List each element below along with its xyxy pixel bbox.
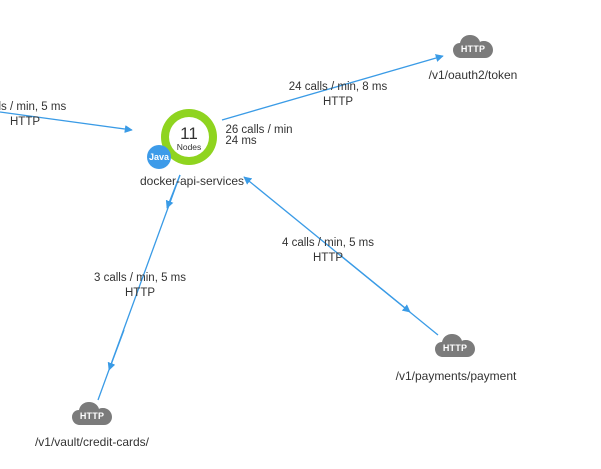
edge-incoming-line[interactable] [0,111,133,133]
tier-response-time-label: 24 ms [225,135,257,147]
tier-node-center[interactable] [169,117,209,157]
incoming-protocol-label: HTTP [10,116,40,128]
incoming-call-rate-label: calls / min, 5 ms [0,101,66,113]
backend-oauth-token[interactable]: HTTP [453,35,493,58]
backend-oauth-token-label[interactable]: /v1/oauth2/token [429,68,518,82]
edge-incoming[interactable] [0,111,133,133]
tier-calls-label: 26 calls / min [225,124,292,136]
vault-protocol-label: HTTP [125,287,155,299]
java-agent-label: Java [149,152,170,162]
payments-call-rate-label: 4 calls / min, 5 ms [282,237,374,249]
tier-node-count: 11 [180,124,198,143]
tier-node-count-unit: Nodes [177,142,202,152]
oauth-call-rate-label: 24 calls / min, 8 ms [289,81,388,93]
vault-call-rate-label: 3 calls / min, 5 ms [94,272,186,284]
payments-protocol-label: HTTP [313,252,343,264]
edge-payments-arrow[interactable] [339,254,411,313]
tier-node[interactable]: 11 Nodes Java [147,109,217,169]
backend-vault-credit-cards-label[interactable]: /v1/vault/credit-cards/ [35,435,150,449]
edge-vault-arrow-top[interactable] [165,174,181,209]
edge-oauth-line[interactable] [221,54,444,121]
edge-to-payments[interactable] [243,176,439,336]
backend-type-badge: HTTP [80,411,104,421]
tier-name-label[interactable]: docker-api-services [140,174,244,188]
backend-payments-label[interactable]: /v1/payments/payment [396,369,517,383]
oauth-protocol-label: HTTP [323,96,353,108]
backend-type-badge: HTTP [443,343,467,353]
backend-payments[interactable]: HTTP [435,334,475,357]
backend-type-badge: HTTP [461,44,485,54]
edge-to-vault[interactable] [97,174,181,401]
edge-to-oauth-token[interactable] [221,54,444,121]
backend-vault-credit-cards[interactable]: HTTP [72,402,112,425]
edge-vault-arrow-bottom[interactable] [107,329,125,371]
java-agent-icon [147,145,171,169]
